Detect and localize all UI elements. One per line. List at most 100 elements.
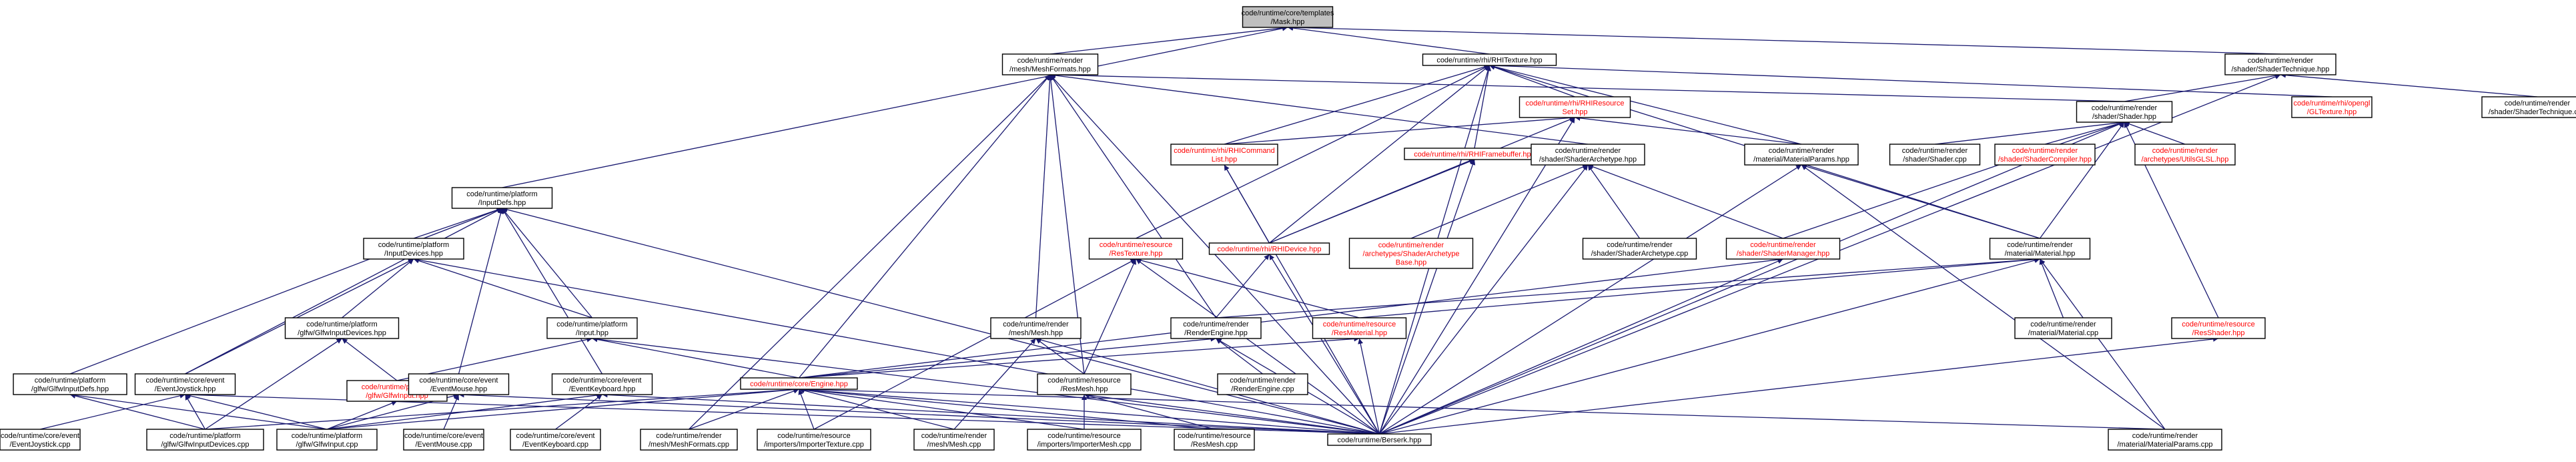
node-shadertech-h[interactable]: code/runtime/render/shader/ShaderTechniq…	[2224, 53, 2336, 75]
node-eventmouse-h[interactable]: code/runtime/core/event/EventMouse.hpp	[408, 373, 510, 395]
node-label-line: code/runtime/rhi/RHIFramebuffer.hpp	[1414, 151, 1535, 159]
node-eventjoystick-cpp[interactable]: code/runtime/core/event/EventJoystick.cp…	[0, 429, 81, 451]
node-label-line: code/runtime/resource	[1323, 320, 1396, 328]
node-label-line: code/runtime/core/Engine.hpp	[750, 381, 848, 389]
node-materialparams-h[interactable]: code/runtime/render/material/MaterialPar…	[1744, 144, 1859, 166]
node-shadermanager[interactable]: code/runtime/render/shader/ShaderManager…	[1725, 238, 1841, 260]
node-resmesh-cpp[interactable]: code/runtime/resource/ResMesh.cpp	[1174, 429, 1255, 451]
node-inputdevices[interactable]: code/runtime/platform/InputDevices.hpp	[363, 238, 464, 260]
node-restexture[interactable]: code/runtime/resource/ResTexture.hpp	[1088, 238, 1184, 260]
edge-meshformats-h-shader-h	[1049, 72, 2125, 102]
node-eventjoystick-h[interactable]: code/runtime/core/event/EventJoystick.hp…	[134, 373, 236, 395]
node-renderengine-cpp[interactable]: code/runtime/render/RenderEngine.cpp	[1217, 373, 1308, 395]
node-label-line: /archetypes/ShaderArchetype	[1363, 250, 1460, 258]
node-shader-h[interactable]: code/runtime/render/shader/Shader.hpp	[2076, 101, 2173, 123]
node-box	[451, 187, 553, 209]
node-importertexture[interactable]: code/runtime/resource/importers/Importer…	[757, 429, 871, 451]
node-label-line: code/runtime/core/event	[516, 432, 594, 440]
node-label-line: /importers/ImporterMesh.cpp	[1037, 441, 1132, 449]
node-label-line: /EventJoystick.hpp	[155, 385, 216, 393]
edge-rhiresset-materialparams-h	[1575, 115, 1802, 145]
node-box	[1725, 238, 1841, 260]
edge-glfwinput-h-glfwinput-cpp	[326, 401, 398, 430]
node-meshformats-cpp[interactable]: code/runtime/render/mesh/MeshFormats.cpp	[640, 429, 738, 451]
node-inputdefs[interactable]: code/runtime/platform/InputDefs.hpp	[451, 187, 553, 209]
node-resshader[interactable]: code/runtime/resource/ResShader.hpp	[2171, 317, 2266, 339]
node-mask[interactable]: code/runtime/core/templates/Mask.hpp	[1242, 6, 1334, 28]
node-glfwinputdevices-h[interactable]: code/runtime/platform/glfw/GlfwInputDevi…	[284, 317, 400, 339]
edge-shaderarch-h-shaderarch-cpp	[1587, 164, 1641, 239]
edge-eventkeyboard-h-berserk	[602, 392, 1380, 435]
node-box	[551, 373, 653, 395]
edge-inputdefs-glfwinputdefs	[69, 208, 502, 375]
node-meshformats-h[interactable]: code/runtime/render/mesh/MeshFormats.hpp	[1001, 53, 1099, 75]
node-label-line: code/runtime/core/event	[1, 432, 79, 440]
node-material-cpp[interactable]: code/runtime/render/material/Material.cp…	[2014, 317, 2112, 339]
node-shaderarch-h[interactable]: code/runtime/render/shader/ShaderArchety…	[1531, 144, 1645, 166]
node-box	[1422, 53, 1557, 66]
node-glfwinputdefs[interactable]: code/runtime/platform/glfw/GlfwInputDefs…	[13, 373, 127, 395]
node-berserk[interactable]: code/runtime/Berserk.hpp	[1327, 433, 1432, 446]
node-label-line: code/runtime/render	[1555, 147, 1621, 155]
node-label-line: code/runtime/rhi/RHIResource	[1526, 99, 1625, 107]
node-label-line: /archetypes/UtilsGLSL.hpp	[2142, 156, 2229, 164]
edge-eventjoystick-h-eventjoystick-cpp	[39, 393, 185, 430]
node-rhidevice[interactable]: code/runtime/rhi/RHIDevice.hpp	[1208, 242, 1330, 255]
edge-rhiresset-rhicmdlist	[1224, 115, 1575, 145]
node-label-line: /shader/ShaderTechnique.cpp	[2489, 108, 2576, 116]
edge-resmaterial-engine-h	[799, 336, 1360, 379]
node-label-line: code/runtime/render	[2152, 147, 2218, 155]
node-eventkeyboard-h[interactable]: code/runtime/core/event/EventKeyboard.hp…	[551, 373, 653, 395]
node-resmaterial[interactable]: code/runtime/resource/ResMaterial.hpp	[1312, 317, 1407, 339]
node-shaderarchbase[interactable]: code/runtime/render/archetypes/ShaderArc…	[1348, 238, 1474, 269]
node-importermesh[interactable]: code/runtime/resource/importers/Importer…	[1027, 429, 1142, 451]
node-rhitexture[interactable]: code/runtime/rhi/RHITexture.hpp	[1422, 53, 1557, 66]
node-label-line: /InputDevices.hpp	[384, 250, 443, 258]
edge-rhidevice-berserk	[1268, 254, 1380, 435]
node-box	[1242, 6, 1334, 28]
node-shaderarch-cpp[interactable]: code/runtime/render/shader/ShaderArchety…	[1582, 238, 1697, 260]
node-glfwinput-cpp[interactable]: code/runtime/platform/glfw/GlfwInput.cpp	[276, 429, 378, 451]
node-label-line: code/runtime/rhi/RHICommand	[1174, 147, 1275, 155]
node-box	[276, 429, 378, 451]
edge-meshformats-h-meshformats-cpp	[689, 74, 1051, 430]
node-label-line: /shader/ShaderArchetype.cpp	[1591, 250, 1689, 258]
edge-inputdefs-berserk	[502, 207, 1380, 435]
edge-shadermanager-berserk	[1379, 258, 1783, 435]
node-mesh-h[interactable]: code/runtime/render/mesh/Mesh.hpp	[990, 317, 1082, 339]
edge-rhidevice-renderengine-h	[1216, 254, 1270, 318]
node-box	[2224, 53, 2336, 75]
node-renderengine-h[interactable]: code/runtime/render/RenderEngine.hpp	[1170, 317, 1262, 339]
node-eventmouse-cpp[interactable]: code/runtime/core/event/EventMouse.cpp	[403, 429, 484, 451]
node-label-line: code/runtime/platform	[306, 320, 377, 328]
node-box	[1744, 144, 1859, 166]
edge-inputdefs-input-h	[501, 208, 593, 318]
node-rhiframebuffer[interactable]: code/runtime/rhi/RHIFramebuffer.hpp	[1404, 148, 1545, 160]
node-materialparams-cpp[interactable]: code/runtime/render/material/MaterialPar…	[2108, 429, 2222, 451]
node-input-h[interactable]: code/runtime/platform/Input.hpp	[546, 317, 638, 339]
node-material-h[interactable]: code/runtime/render/material/Material.hp…	[1989, 238, 2091, 260]
edge-engine-h-importertexture	[798, 389, 815, 430]
node-gltexture[interactable]: code/runtime/rhi/opengl/GLTexture.hpp	[2291, 96, 2373, 118]
node-shadertech-cpp[interactable]: code/runtime/render/shader/ShaderTechniq…	[2481, 96, 2576, 118]
edge-engine-h-meshformats-cpp	[689, 388, 799, 430]
node-label-line: code/runtime/platform	[292, 432, 362, 440]
node-shadercompiler[interactable]: code/runtime/render/shader/ShaderCompile…	[1994, 144, 2096, 166]
node-mesh-cpp[interactable]: code/runtime/render/mesh/Mesh.cpp	[913, 429, 995, 451]
node-label-line: code/runtime/platform	[466, 190, 537, 198]
node-label-line: code/runtime/platform	[35, 377, 105, 385]
node-eventkeyboard-cpp[interactable]: code/runtime/core/event/EventKeyboard.cp…	[510, 429, 601, 451]
node-box	[13, 373, 127, 395]
edge-resmaterial-berserk	[1358, 338, 1380, 435]
node-glfwinputdevices-cpp[interactable]: code/runtime/platform/glfw/GlfwInputDevi…	[146, 429, 264, 451]
node-utilsglsl[interactable]: code/runtime/render/archetypes/UtilsGLSL…	[2134, 144, 2236, 166]
node-label-line: /RenderEngine.hpp	[1184, 329, 1248, 337]
node-label-line: code/runtime/render	[2030, 320, 2096, 328]
node-engine-h[interactable]: code/runtime/core/Engine.hpp	[740, 377, 858, 390]
node-shader-cpp[interactable]: code/runtime/render/shader/Shader.cpp	[1889, 144, 1981, 166]
node-resmesh-h[interactable]: code/runtime/resource/ResMesh.hpp	[1037, 373, 1132, 395]
edge-rhitexture-rhicmdlist	[1224, 64, 1490, 145]
node-box	[1312, 317, 1407, 339]
